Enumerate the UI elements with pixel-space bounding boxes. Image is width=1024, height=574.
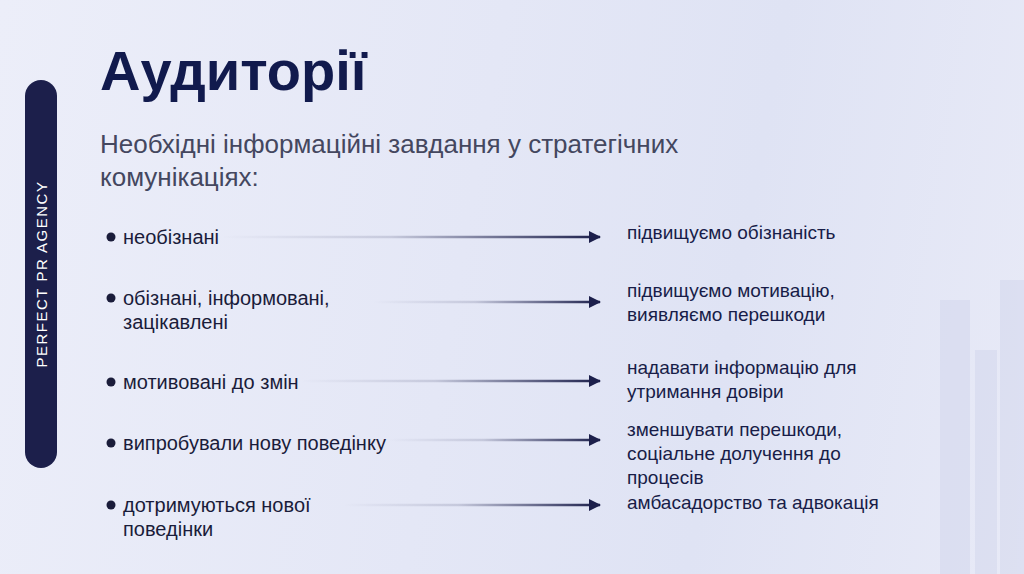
node-text: обізнані, інформовані, зацікавлені xyxy=(123,286,371,334)
node-text: амбасадорство та адвокація xyxy=(627,491,879,515)
diagram-title: Аудиторії xyxy=(100,38,367,104)
task-item: зменшувати перешкоди, соціальне долученн… xyxy=(600,418,897,490)
audience-item: необізнані xyxy=(123,225,221,249)
task-item: надавати інформацію для утримання довіри xyxy=(600,356,897,404)
node-text: PERFECT PR AGENCY xyxy=(33,181,50,368)
audience-item: дотримуються нової поведінки xyxy=(123,493,343,541)
node-text: випробували нову поведінку xyxy=(123,431,386,455)
side-band: PERFECT PR AGENCY xyxy=(25,80,57,468)
arrow-connector xyxy=(343,504,600,507)
bullet-dots xyxy=(107,233,116,510)
audience-item: мотивовані до змін xyxy=(123,370,301,394)
node-text: мотивовані до змін xyxy=(123,370,299,394)
node-text: підвищуємо мотивацію, виявляємо перешкод… xyxy=(627,279,897,327)
task-item: амбасадорство та адвокація xyxy=(600,491,879,515)
audience-item: випробували нову поведінку xyxy=(123,431,388,455)
subtitle-label: Необхідні інформаційні завдання у страте… xyxy=(100,128,820,194)
task-item: підвищуємо обізнаність xyxy=(600,221,897,245)
arrow-connector xyxy=(301,380,600,383)
skyline-shapes xyxy=(940,280,1024,574)
node-text: дотримуються нової поведінки xyxy=(123,493,341,541)
arrow-connector xyxy=(388,439,600,442)
arrow-connector xyxy=(221,236,600,239)
task-item: підвищуємо мотивацію, виявляємо перешкод… xyxy=(600,279,897,327)
node-text: підвищуємо обізнаність xyxy=(627,221,897,245)
node-text: надавати інформацію для утримання довіри xyxy=(627,356,897,404)
node-text: необізнані xyxy=(123,225,219,249)
node-text: зменшувати перешкоди, соціальне долученн… xyxy=(627,418,897,490)
arrow-connector xyxy=(373,301,600,304)
audience-item: обізнані, інформовані, зацікавлені xyxy=(123,286,373,334)
